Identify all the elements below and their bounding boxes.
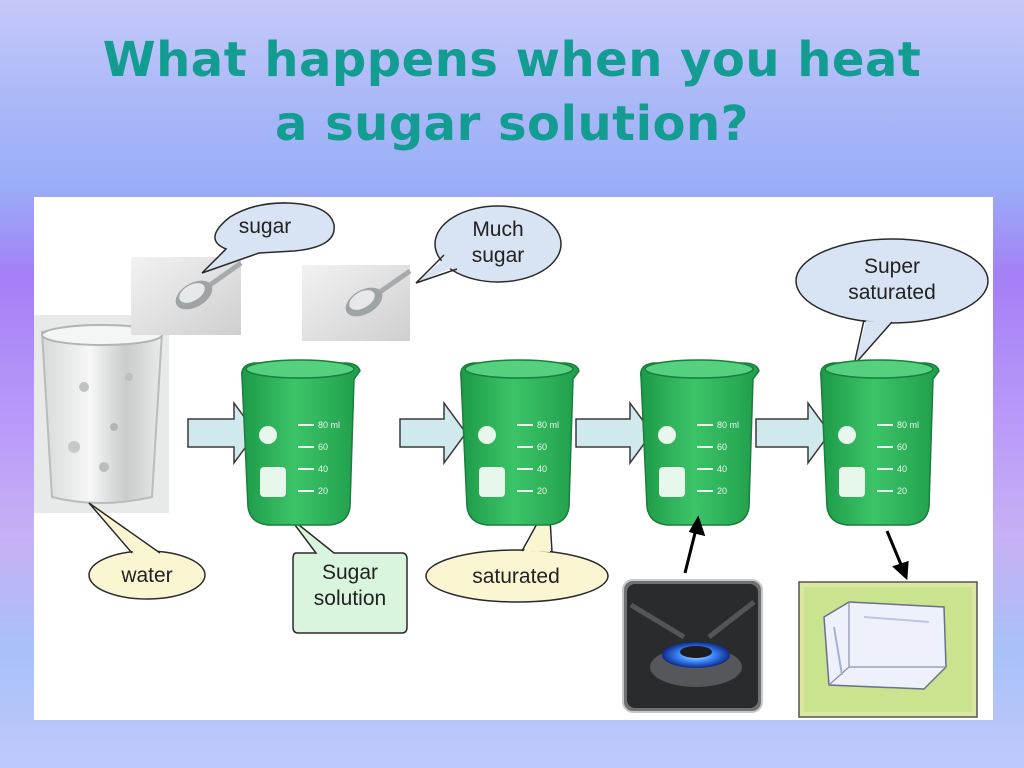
water-glass-photo: [34, 315, 169, 513]
beaker-mark-label: 20: [897, 486, 907, 496]
cool-arrow: [885, 530, 904, 568]
beaker-mark-label: 60: [897, 442, 907, 452]
beaker-mark-label: 40: [537, 464, 547, 474]
label-super-saturated-line-2: saturated: [848, 281, 936, 304]
beaker-mark-label: 80 ml: [318, 420, 340, 430]
slide-title: What happens when you heat a sugar solut…: [0, 28, 1024, 156]
beakers-group: 80 ml 60 40 20 80 ml 60 40 20 80 ml 60 40 20 80 ml 60…: [241, 359, 940, 526]
label-super-saturated-line-1: Super: [863, 255, 921, 278]
label-much-sugar-line-2: sugar: [471, 244, 525, 267]
much-sugar-bubble: [415, 205, 562, 284]
label-sugar-solution: Sugar solution: [296, 560, 404, 612]
process-arrow-3: [575, 400, 653, 466]
label-much-sugar-line-1: Much: [472, 218, 524, 241]
title-line-2: a sugar solution?: [274, 96, 750, 152]
gas-stove-photo: [622, 579, 763, 713]
beaker-mark-label: 40: [717, 464, 727, 474]
label-super-saturated: Super saturated: [832, 254, 952, 306]
label-much-sugar: Much sugar: [450, 217, 546, 269]
process-arrow-2: [399, 400, 467, 466]
process-arrow-4: [755, 400, 831, 466]
water-bubble: [88, 502, 206, 600]
beaker-mark-label: 60: [318, 442, 328, 452]
title-line-1: What happens when you heat: [102, 32, 922, 88]
much-sugar-spoon-photo: [302, 265, 412, 341]
beaker-mark-label: 20: [318, 486, 328, 496]
super-saturated-bubble: [795, 238, 989, 366]
saturated-bubble: [425, 499, 609, 603]
beaker-mark-label: 60: [537, 442, 547, 452]
beaker-mark-label: 60: [717, 442, 727, 452]
beaker-mark-label: 80 ml: [537, 420, 559, 430]
label-sugar-solution-line-1: Sugar: [321, 561, 379, 584]
label-water: water: [121, 564, 173, 587]
label-sugar: sugar: [238, 215, 292, 238]
beaker-mark-label: 20: [717, 486, 727, 496]
beaker-mark-label: 20: [537, 486, 547, 496]
beaker-mark-label: 80 ml: [897, 420, 919, 430]
green-beaker-4: 80 ml 60 40 20: [820, 359, 940, 526]
sugar-bubble: [201, 202, 335, 274]
label-saturated: saturated: [472, 565, 560, 588]
green-beaker-2: 80 ml 60 40 20: [460, 359, 580, 526]
diagram-panel: 80 ml 60 40 20 80 ml 60 40 20 80 ml 60 40 20 80 ml 60…: [34, 197, 993, 720]
beaker-mark-label: 80 ml: [717, 420, 739, 430]
ice-cube-photo: [798, 581, 978, 718]
sugar-solution-box: [288, 516, 408, 634]
beaker-mark-label: 40: [318, 464, 328, 474]
green-beaker-3: 80 ml 60 40 20: [640, 359, 760, 526]
diagram-svg: 80 ml 60 40 20 80 ml 60 40 20 80 ml 60 40 20 80 ml 60…: [34, 202, 989, 718]
heat-arrow: [683, 528, 698, 574]
label-sugar-solution-line-2: solution: [313, 587, 387, 610]
green-beaker-1: 80 ml 60 40 20: [241, 359, 361, 526]
sugar-spoon-photo: [131, 257, 243, 335]
beaker-mark-label: 40: [897, 464, 907, 474]
